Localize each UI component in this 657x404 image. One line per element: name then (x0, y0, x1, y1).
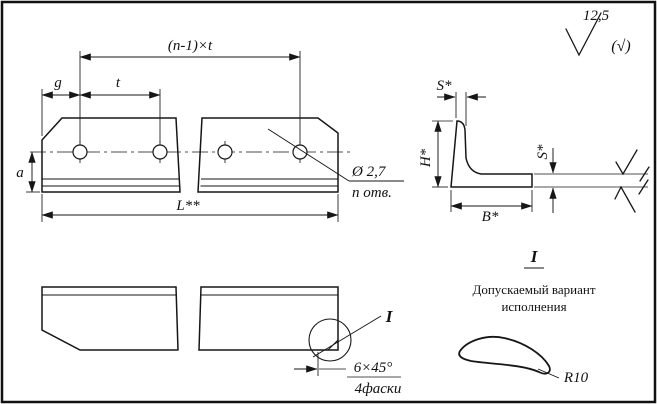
hole-dia-label: Ø 2,7 (351, 164, 387, 180)
hole (217, 144, 233, 160)
radius-label: R10 (563, 370, 589, 386)
roughness-tick-icon (614, 149, 650, 213)
plan-right-half (197, 117, 339, 193)
detail-ref-label: I (385, 307, 394, 326)
dim-b-label: B* (482, 209, 499, 225)
detail-note-line2: исполнения (501, 299, 566, 314)
dim-s-top-label: S* (437, 78, 453, 94)
dim-a-label: a (16, 165, 24, 181)
side-view: I 6×45° 4фаски (41, 286, 402, 397)
plan-left-half (41, 117, 181, 193)
section-view: S* H* S* B* (418, 78, 650, 225)
detail-note-line1: Допускаемый вариант (472, 282, 595, 297)
hole (72, 144, 88, 160)
side-right-half (198, 286, 339, 351)
dim-g-label: g (54, 75, 62, 91)
roughness-value: 12,5 (583, 8, 610, 24)
dim-h-label: H* (418, 148, 434, 168)
chamfer-note-label: 4фаски (355, 381, 402, 397)
roughness-check-icon (565, 12, 602, 57)
dim-s-right-label: S* (535, 144, 551, 160)
radius-leader-line (537, 368, 560, 379)
holes (72, 141, 308, 163)
detail-view: I Допускаемый вариант исполнения R10 (458, 247, 596, 386)
dim-length-label: L** (175, 198, 200, 214)
detail-leader-line (312, 315, 382, 358)
chamfer-dim-label: 6×45° (354, 360, 393, 376)
hole (292, 144, 308, 160)
dim-t-label: t (116, 75, 121, 91)
dim-pitch-total-label: (n-1)×t (168, 38, 213, 54)
side-left-half (41, 286, 178, 351)
hole-count-label: n отв. (352, 185, 392, 201)
hole-leader-line (267, 128, 350, 182)
detail-circle (308, 318, 352, 362)
hole (152, 144, 168, 160)
plan-view: (n-1)×t g t a L** Ø 2,7 n отв. (16, 38, 404, 222)
roughness-note: 12,5 (√) (565, 8, 631, 57)
detail-title: I (530, 247, 539, 266)
roughness-alt: (√) (611, 38, 630, 55)
variant-profile-shape (458, 336, 551, 375)
angle-profile (450, 120, 533, 188)
